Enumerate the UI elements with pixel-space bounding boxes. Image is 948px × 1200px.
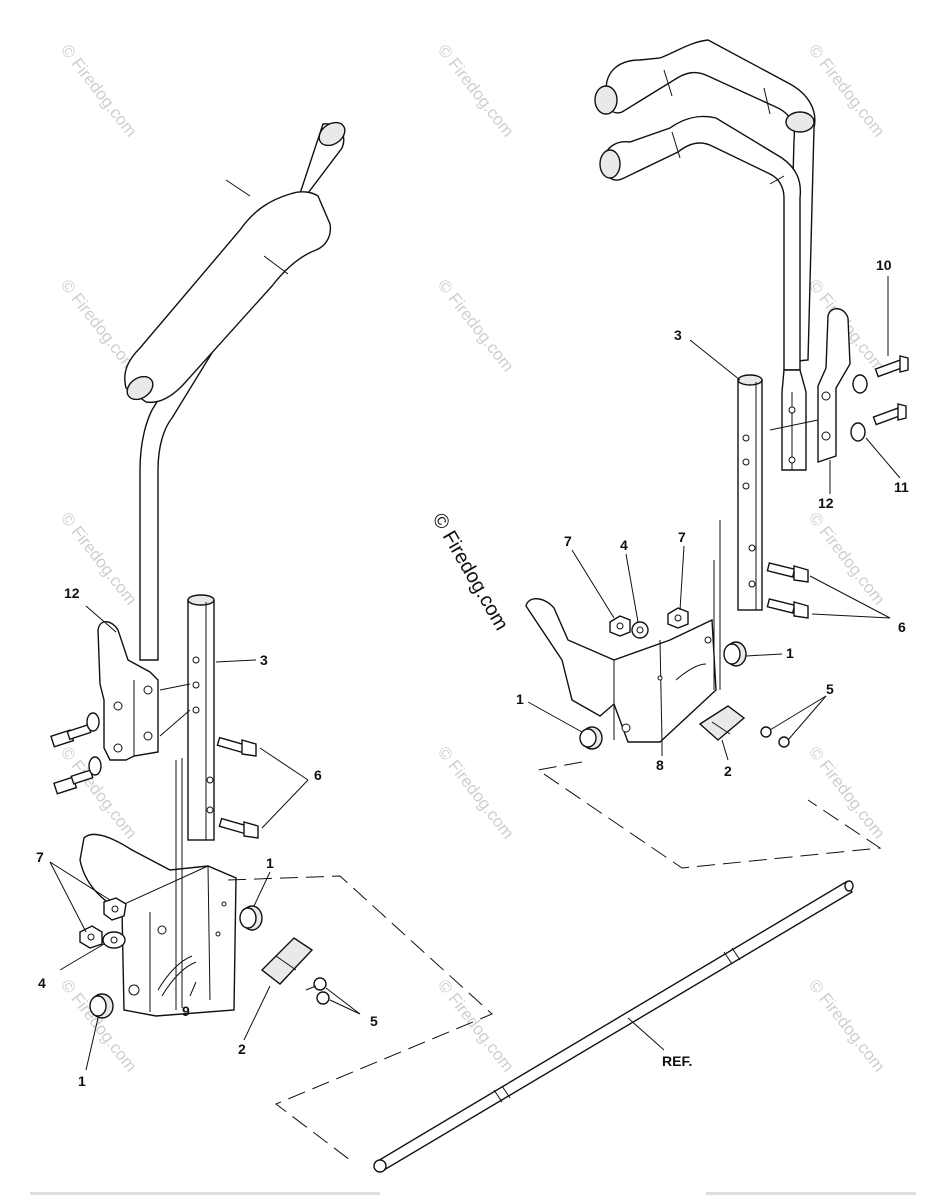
right-damper-2 [698,705,746,741]
ref-shaft [373,880,854,1173]
callout-6: 6 [898,619,906,635]
right-screw-5 [760,726,790,748]
left-bolt-washer [50,712,100,748]
callout-1: 1 [516,691,524,707]
callout-ref: REF. [662,1053,692,1069]
right-bushing-1 [579,726,603,750]
right-nut-7 [667,607,689,629]
watermark: © Firedog.com [434,743,518,843]
left-bolt-6 [218,817,259,839]
footer-divider [706,1192,916,1195]
callout-1: 1 [266,855,274,871]
watermark: © Firedog.com [805,976,889,1076]
right-nut-7 [609,615,631,637]
callout-7: 7 [36,849,44,865]
right-bolt-6 [766,598,809,619]
footer-divider [30,1192,380,1195]
watermark: © Firedog.com [805,41,889,141]
right-bolt-10 [852,355,909,394]
callout-9: 9 [182,1003,190,1019]
leader-lines [49,276,901,1071]
callout-11: 11 [894,479,909,495]
watermark-main: © Firedog.com [428,510,513,635]
watermark: © Firedog.com [57,276,141,376]
callout-12: 12 [64,585,80,601]
right-bolt-11 [850,403,907,442]
right-bushing-1 [723,641,747,667]
right-grip-end [599,149,621,179]
right-handle-lower [781,369,807,471]
left-plate-9 [79,833,237,1017]
watermark: © Firedog.com [434,276,518,376]
callout-10: 10 [876,257,892,273]
callout-4: 4 [38,975,46,991]
callout-12: 12 [818,495,834,511]
right-grip-end [594,85,618,115]
callout-2: 2 [724,763,732,779]
left-bracket-12 [97,621,159,761]
right-bracket-12 [817,308,851,463]
callout-3: 3 [260,652,268,668]
right-assembly [525,39,909,869]
callout-3: 3 [674,327,682,343]
callout-7: 7 [564,533,572,549]
callout-4: 4 [620,537,628,553]
watermark: © Firedog.com [57,41,141,141]
right-shaft-3 [737,379,763,611]
watermark: © Firedog.com [434,41,518,141]
left-nut-7 [79,925,103,949]
left-assembly [50,121,493,1161]
callout-8: 8 [656,757,664,773]
right-bolt-6 [766,562,809,583]
left-dashed-outline [227,875,493,1161]
callout-2: 2 [238,1041,246,1057]
left-bushing-1 [89,993,114,1019]
callout-6: 6 [314,767,322,783]
callout-5: 5 [826,681,834,697]
callout-1: 1 [78,1073,86,1089]
left-handle-inner [124,191,332,404]
left-grip-end [318,121,346,147]
left-nut-7 [103,897,127,921]
callout-7: 7 [678,529,686,545]
callout-5: 5 [370,1013,378,1029]
callout-1: 1 [786,645,794,661]
callouts: 12 3 6 7 1 4 9 5 2 1 10 3 11 12 7 4 7 6 … [36,257,909,1089]
left-damper-2 [260,937,314,985]
right-grip-end [785,111,815,133]
watermark: © Firedog.com [805,509,889,609]
watermark: © Firedog.com [805,743,889,843]
watermark: © Firedog.com [434,976,518,1076]
right-handle-inner [603,115,802,371]
left-bolt-6 [216,736,257,757]
left-grip-end [126,375,154,401]
left-bushing-1 [239,905,263,931]
left-shaft-3 [187,599,215,841]
left-screw-5 [305,977,330,1005]
left-bolt-washer [53,756,102,795]
right-plate-8 [525,598,717,743]
right-dashed-outline [536,761,882,869]
